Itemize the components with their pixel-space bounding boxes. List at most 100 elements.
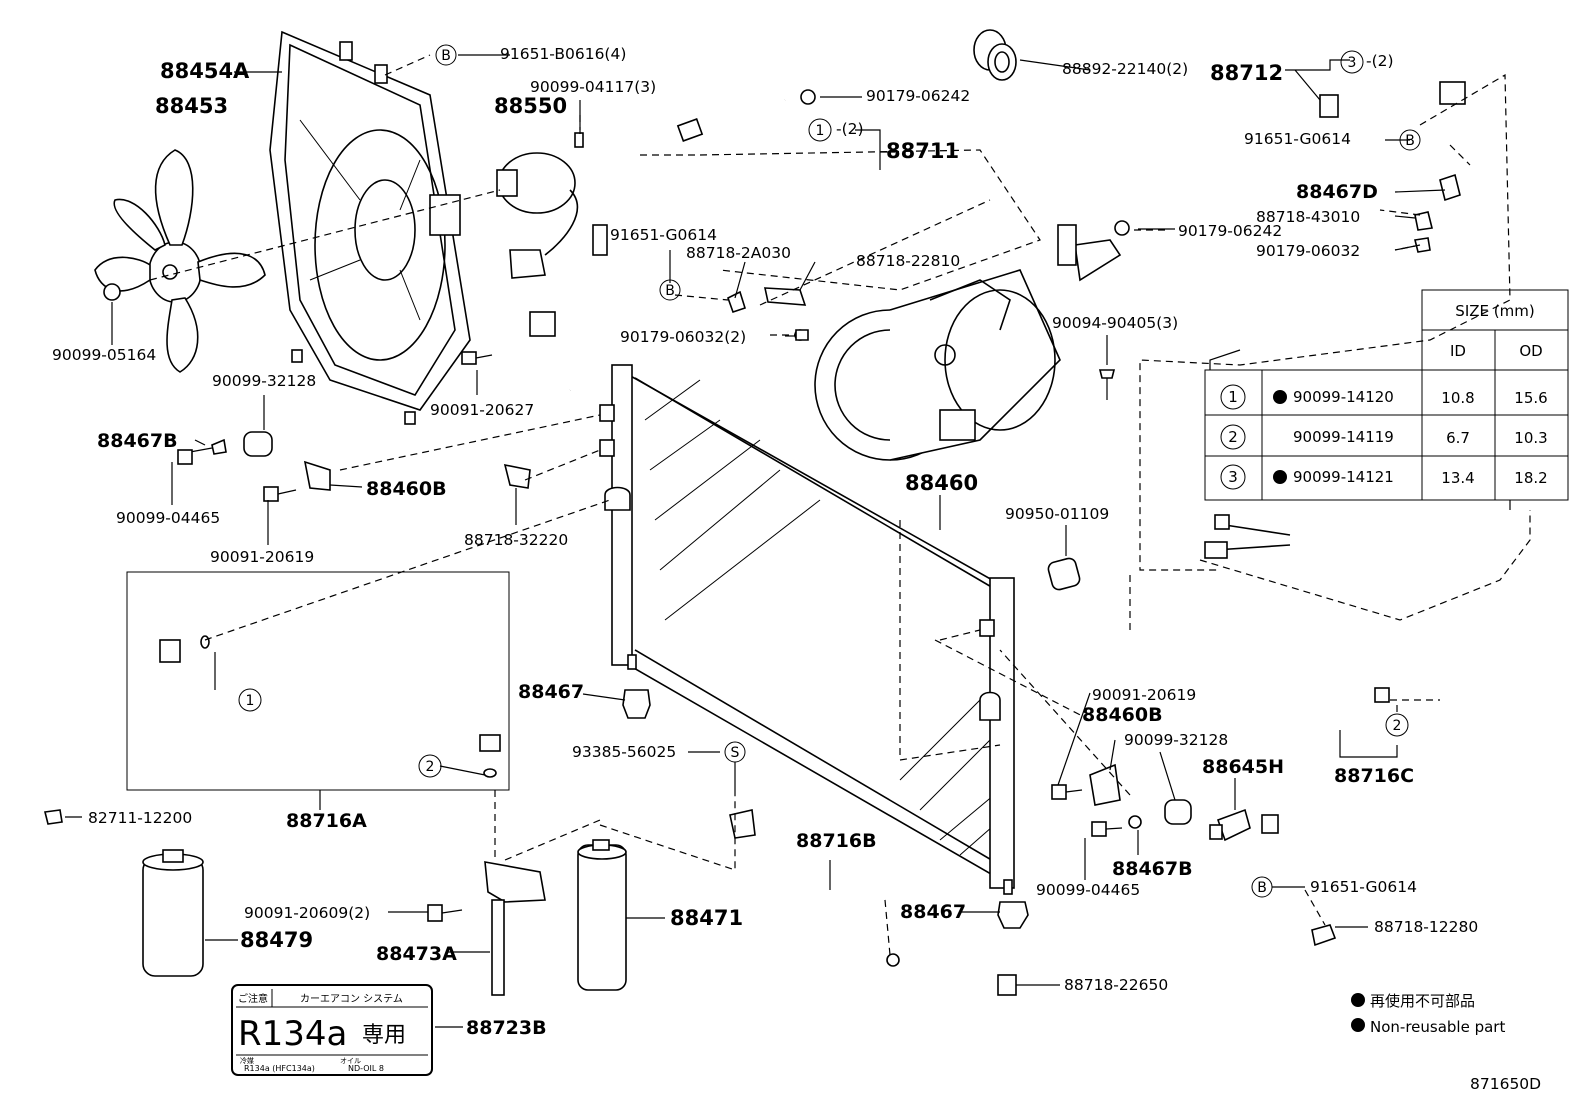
circle-2-box: 2 <box>418 754 442 778</box>
svg-text:1: 1 <box>816 123 825 139</box>
svg-text:3: 3 <box>1348 55 1357 71</box>
label-93385-56025: 93385-56025 <box>572 743 676 761</box>
label-88460B-right: 88460B <box>1082 704 1163 726</box>
size-table-row-3: 3 90099-14121 13.4 18.2 <box>1220 464 1548 490</box>
svg-text:18.2: 18.2 <box>1514 469 1547 487</box>
circle-B-top: B <box>435 44 457 66</box>
label-88718-43010: 88718-43010 <box>1256 208 1360 226</box>
diagram-code: 871650D <box>1470 1075 1541 1093</box>
svg-text:2: 2 <box>426 759 435 775</box>
label-91651-G0614-bottom: 91651-G0614 <box>1310 878 1417 896</box>
label-3-2-qty: -(2) <box>1366 52 1394 70</box>
circle-2-right: 2 <box>1385 713 1409 737</box>
label-90950-01109: 90950-01109 <box>1005 505 1109 523</box>
svg-text:90099-14121: 90099-14121 <box>1293 468 1394 486</box>
svg-text:B: B <box>441 48 451 64</box>
label-88467-upper: 88467 <box>518 681 584 703</box>
label-88550: 88550 <box>494 94 567 118</box>
label-88712: 88712 <box>1210 61 1283 85</box>
label-88454A: 88454A <box>160 59 250 83</box>
refrigerant-label-plate: ご注意 カーエアコン システム R134a 専用 冷媒 R134a (HFC13… <box>231 984 433 1076</box>
discharge-hose-drawing <box>511 97 786 393</box>
svg-text:2: 2 <box>1393 718 1402 734</box>
svg-text:6.7: 6.7 <box>1446 429 1470 447</box>
label-90179-06242-top: 90179-06242 <box>866 87 970 105</box>
size-table-title: SIZE (mm) <box>1455 302 1534 320</box>
label-82711-12200: 82711-12200 <box>88 809 192 827</box>
legend-jp: 再使用不可部品 <box>1370 992 1475 1010</box>
condenser-drawing <box>599 364 1015 895</box>
pipe-88716B-drawing <box>729 809 887 901</box>
label-88718-2A030: 88718-2A030 <box>686 244 791 262</box>
label-90091-20619-left: 90091-20619 <box>210 548 314 566</box>
svg-text:S: S <box>731 745 740 761</box>
circle-1-box: 1 <box>238 688 262 712</box>
label-1-2-qty: -(2) <box>836 120 864 138</box>
label-88467D: 88467D <box>1296 181 1378 203</box>
svg-text:B: B <box>1257 880 1267 896</box>
label-88467B-right: 88467B <box>1112 858 1193 880</box>
label-90091-20619-right: 90091-20619 <box>1092 686 1196 704</box>
svg-text:B: B <box>1405 133 1415 149</box>
pipe-88716C-drawing <box>886 687 1391 972</box>
circle-1-top: 1 <box>808 118 832 142</box>
plate-dedicated: 専用 <box>362 1023 406 1048</box>
hose-clip-drawing <box>973 29 1017 81</box>
label-91651-G0614-mid: 91651-G0614 <box>610 226 717 244</box>
label-90099-05164: 90099-05164 <box>52 346 156 364</box>
label-90094-90405: 90094-90405(3) <box>1052 314 1178 332</box>
label-88471: 88471 <box>670 906 743 930</box>
circle-B-right: B <box>1399 129 1421 151</box>
label-88718-22810: 88718-22810 <box>856 252 960 270</box>
label-88711: 88711 <box>886 139 959 163</box>
svg-text:B: B <box>665 283 675 299</box>
svg-text:R134a (HFC134a): R134a (HFC134a) <box>244 1064 315 1073</box>
label-88460: 88460 <box>905 471 978 495</box>
size-table-row-2: 2 90099-14119 6.7 10.3 <box>1220 424 1548 450</box>
suction-hose-drawing <box>1057 81 1466 282</box>
leader-lines <box>65 54 1511 1028</box>
label-88716B: 88716B <box>796 830 877 852</box>
svg-text:1: 1 <box>246 693 255 709</box>
circle-B-bottom: B <box>1251 876 1273 898</box>
plate-header-right: カーエアコン システム <box>300 993 403 1005</box>
fan-motor-drawing <box>496 132 584 279</box>
label-88453: 88453 <box>155 94 228 118</box>
circle-B-mid: B <box>659 279 681 301</box>
legend: 再使用不可部品 Non-reusable part <box>1351 992 1505 1036</box>
label-90179-06032-2: 90179-06032(2) <box>620 328 746 346</box>
label-90099-04117: 90099-04117(3) <box>530 78 656 96</box>
svg-text:2: 2 <box>1228 428 1238 446</box>
svg-text:15.6: 15.6 <box>1514 389 1547 407</box>
plate-refrigerant: R134a <box>238 1014 347 1054</box>
receiver-parts-drawing <box>142 839 627 996</box>
fan-shroud-drawing <box>269 30 471 425</box>
small-hardware-drawing <box>44 89 1461 996</box>
label-88892-22140: 88892-22140(2) <box>1062 60 1188 78</box>
circle-S: S <box>724 741 746 763</box>
label-90099-32128-left: 90099-32128 <box>212 372 316 390</box>
svg-text:冷媒: 冷媒 <box>240 1056 254 1065</box>
label-90179-06032: 90179-06032 <box>1256 242 1360 260</box>
label-88467-lower: 88467 <box>900 901 966 923</box>
svg-text:90099-14120: 90099-14120 <box>1293 388 1394 406</box>
label-88645H: 88645H <box>1202 756 1284 778</box>
fan-blade-drawing <box>94 149 266 373</box>
label-91651-G0614-top: 91651-G0614 <box>1244 130 1351 148</box>
svg-text:3: 3 <box>1228 468 1238 486</box>
svg-text:10.3: 10.3 <box>1514 429 1547 447</box>
label-88473A: 88473A <box>376 943 457 965</box>
label-88460B-left: 88460B <box>366 478 447 500</box>
label-90099-04465-right: 90099-04465 <box>1036 881 1140 899</box>
svg-text:13.4: 13.4 <box>1441 469 1474 487</box>
label-90099-32128-right: 90099-32128 <box>1124 731 1228 749</box>
label-90099-04465-left: 90099-04465 <box>116 509 220 527</box>
svg-text:1: 1 <box>1228 388 1238 406</box>
label-88718-32220: 88718-32220 <box>464 531 568 549</box>
size-table-row-1: 1 90099-14120 10.8 15.6 <box>1220 384 1548 410</box>
label-88718-12280: 88718-12280 <box>1374 918 1478 936</box>
label-90179-06242-right: 90179-06242 <box>1178 222 1282 240</box>
svg-text:ND-OIL 8: ND-OIL 8 <box>348 1064 384 1073</box>
label-88479: 88479 <box>240 928 313 952</box>
legend-en: Non-reusable part <box>1370 1018 1505 1036</box>
